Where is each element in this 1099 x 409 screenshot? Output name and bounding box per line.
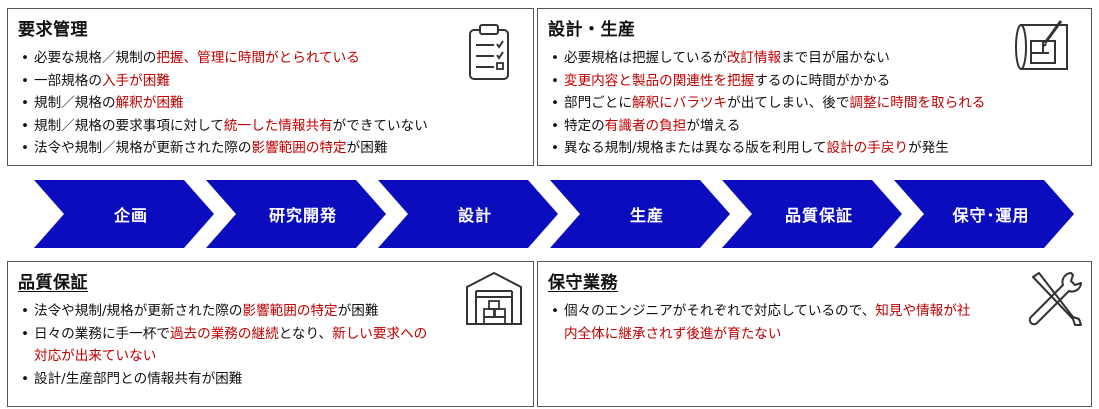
bullet-item: 法令や規制／規格が更新された際の影響範囲の特定が困難 [18,137,428,160]
highlight-text: 過去の業務の継続 [169,325,279,342]
highlight-text: 影響範囲の特定 [251,140,347,157]
bullet-item: 一部規格の入手が困難 [18,70,428,93]
bullet-item: 個々のエンジニアがそれぞれで対応しているので、知見や情報が社内全体に継承されず後… [548,300,978,345]
bullet-text: が発生 [908,140,949,157]
bullet-text: 法令や規制／規格が更新された際の [34,140,252,157]
flow-step-production: 生産 [550,180,730,248]
panel-design: 設計・生産 必要規格は把握しているが改訂情報まで目が届かない変更内容と製品の関連… [537,8,1092,166]
panel-maintenance: 保守業務 個々のエンジニアがそれぞれで対応しているので、知見や情報が社内全体に継… [537,261,1092,407]
highlight-text: 変更内容と製品の関連性を把握 [564,72,755,89]
bullet-text: 異なる規制/規格または異なる版を利用して [564,140,827,157]
bullet-item: 規制／規格の要求事項に対して統一した情報共有ができていない [18,115,428,138]
bullet-text: 法令や規制/規格が更新された際の [34,303,243,319]
bullet-list: 必要な規格／規制の把握、管理に時間がとられている一部規格の入手が困難規制／規格の… [18,47,428,160]
highlight-text: 調整に時間を取られる [849,95,986,112]
bullet-item: 日々の業務に手一杯で過去の業務の継続となり、新しい要求への対応が出来ていない [18,323,433,368]
bullet-text: 必要な規格／規制の [34,50,157,66]
flow-step-label: 設計 [457,206,492,225]
panel-title: 品質保証 [18,273,88,293]
flow-step-planning: 企画 [34,180,214,248]
bullet-list: 必要規格は把握しているが改訂情報まで目が届かない変更内容と製品の関連性を把握する… [548,47,985,160]
bullet-text: するのに時間がかかる [754,72,891,89]
flow-step-label: 保守･運用 [952,206,1030,225]
flow-step-label: 企画 [113,206,148,225]
highlight-text: 解釈が困難 [115,95,184,112]
flow-step-label: 品質保証 [784,206,853,225]
highlight-text: 知見や情報が社内全体に継承されず後進が育たない [564,303,971,342]
flow-step-maintenance: 保守･運用 [894,180,1074,248]
highlight-text: 新しい要求への対応が出来ていない [34,325,428,365]
bullet-item: 変更内容と製品の関連性を把握するのに時間がかかる [548,70,985,93]
bullet-text: となり、 [278,325,333,342]
highlight-text: 影響範囲の特定 [242,303,338,319]
highlight-text: 有識者の負担 [604,117,687,134]
bullet-item: 部門ごとに解釈にバラツキが出てしまい、後で調整に時間を取られる [548,92,985,115]
highlight-text: 設計の手戻り [826,140,909,157]
highlight-text: 入手が困難 [101,72,170,89]
bullet-text: が困難 [337,303,379,319]
bullet-item: 異なる規制/規格または異なる版を利用して設計の手戻りが発生 [548,137,985,160]
bullet-text: 一部規格の [34,72,102,89]
bullet-text: 個々のエンジニアがそれぞれで対応しているので、 [564,303,876,319]
bullet-text: が増える [686,117,741,134]
flow-step-label: 研究開発 [268,206,337,225]
panel-title: 設計・生産 [548,20,636,40]
bullet-text: 必要規格は把握しているが [564,50,727,66]
panel-quality-assurance: 品質保証 法令や規制/規格が更新された際の影響範囲の特定が困難日々の業務に手一杯… [7,261,534,407]
bullet-text: 日々の業務に手一杯で [34,325,170,342]
panel-title: 保守業務 [548,273,618,293]
bullet-text: まで目が届かない [781,50,890,66]
bullet-item: 特定の有識者の負担が増える [548,115,985,138]
bullet-text: 規制／規格の [34,95,116,112]
bullet-text: ができていない [332,117,428,134]
warehouse-icon [464,269,524,331]
highlight-text: 把握、管理に時間がとられている [156,50,360,66]
panel-title: 要求管理 [18,20,88,40]
bullet-list: 法令や規制/規格が更新された際の影響範囲の特定が困難日々の業務に手一杯で過去の業… [18,300,433,390]
bullet-list: 個々のエンジニアがそれぞれで対応しているので、知見や情報が社内全体に継承されず後… [548,300,978,345]
flow-step-quality-assurance: 品質保証 [722,180,902,248]
bullet-item: 法令や規制/規格が更新された際の影響範囲の特定が困難 [18,300,433,323]
highlight-text: 解釈にバラツキ [631,95,728,112]
bullet-text: 部門ごとに [564,95,632,112]
flow-step-design: 設計 [378,180,558,248]
blueprint-icon [1013,17,1075,79]
bullet-item: 規制／規格の解釈が困難 [18,92,428,115]
highlight-text: 統一した情報共有 [223,117,333,134]
bullet-text: が出てしまい、後で [727,95,850,112]
bullet-text: 設計/生産部門との情報共有が困難 [34,370,243,387]
process-flow: 企画 研究開発 設計 生産 品質保証 保守･運用 [34,180,1074,248]
bullet-text: 特定の [564,117,605,134]
bullet-item: 設計/生産部門との情報共有が困難 [18,368,433,391]
panel-requirements: 要求管理 必要な規格／規制の把握、管理に時間がとられている一部規格の入手が困難規… [7,8,534,166]
highlight-text: 改訂情報 [726,50,782,66]
clipboard-checklist-icon [467,23,511,85]
flow-step-research: 研究開発 [206,180,386,248]
bullet-text: が困難 [346,140,388,157]
bullet-text: 規制／規格の要求事項に対して [34,117,224,134]
flow-step-label: 生産 [629,206,664,225]
bullet-item: 必要規格は把握しているが改訂情報まで目が届かない [548,47,985,70]
wrench-screwdriver-icon [1023,269,1085,333]
bullet-item: 必要な規格／規制の把握、管理に時間がとられている [18,47,428,70]
